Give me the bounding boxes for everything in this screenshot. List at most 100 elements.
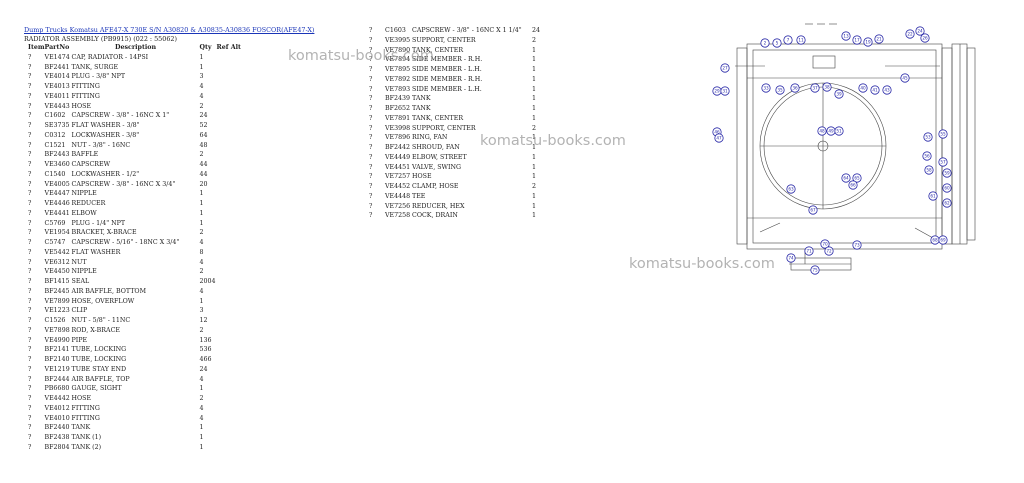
callout-number: 39 xyxy=(836,92,842,97)
callout-number: 22 xyxy=(907,32,913,37)
part-qty: 2 xyxy=(532,124,537,132)
part-ref-alt xyxy=(549,75,579,85)
callout-bubble: 43 xyxy=(882,85,892,95)
callout-number: 26 xyxy=(922,36,928,41)
part-item: ? xyxy=(28,200,32,207)
callout-number: 53 xyxy=(925,135,931,140)
part-number: BF1415 xyxy=(44,278,70,285)
part-description: LOCKWASHER - 1/2" xyxy=(71,170,140,178)
part-description: HOSE xyxy=(71,102,92,110)
part-ref-alt xyxy=(217,365,247,375)
callout-bubble: 73 xyxy=(852,240,862,250)
part-description: NIPPLE xyxy=(71,268,97,276)
callout-bubble: 60 xyxy=(942,183,952,193)
callout-bubble: 19 xyxy=(863,37,873,47)
callout-bubble: 13 xyxy=(841,31,851,41)
part-qty: 1 xyxy=(532,153,537,161)
part-ref-alt xyxy=(217,209,247,219)
part-number: VE4447 xyxy=(44,190,70,198)
part-description: NUT - 3/8" - 16NC xyxy=(71,141,131,149)
part-number: VE1474 xyxy=(44,53,70,61)
col-qty: Qty xyxy=(199,44,212,51)
part-item: ? xyxy=(369,36,373,44)
part-number: VE4443 xyxy=(44,102,70,110)
part-qty: 4 xyxy=(199,239,204,246)
part-qty: 2004 xyxy=(199,278,216,285)
part-number: BF2442 xyxy=(385,144,411,151)
part-description: SUPPORT, CENTER xyxy=(412,124,476,132)
callout-number: 5 xyxy=(776,41,779,46)
part-ref-alt xyxy=(217,277,247,287)
callout-number: 61 xyxy=(930,194,936,199)
part-ref-alt xyxy=(217,267,247,277)
callout-bubble: 69 xyxy=(938,235,948,245)
part-number: VE7895 xyxy=(385,66,411,73)
callout-number: 74 xyxy=(788,256,794,261)
part-ref-alt xyxy=(217,63,247,73)
callout-number: 19 xyxy=(865,40,871,45)
part-description: REDUCER xyxy=(71,200,106,207)
part-item: ? xyxy=(369,124,373,132)
part-qty: 1 xyxy=(532,85,537,93)
part-number: VE4014 xyxy=(44,73,70,81)
part-qty: 12 xyxy=(199,317,208,324)
part-description: NUT xyxy=(71,258,87,266)
part-item: ? xyxy=(28,141,32,149)
part-description: TANK, CENTER xyxy=(412,114,464,122)
part-number: VE3998 xyxy=(385,124,411,132)
part-item: ? xyxy=(28,92,32,100)
col-item: Item xyxy=(28,44,45,51)
callout-bubble: 66 xyxy=(848,180,858,190)
part-ref-alt xyxy=(549,65,579,75)
part-ref-alt xyxy=(217,384,247,394)
part-number: BF2443 xyxy=(44,151,70,159)
callout-bubble: 31 xyxy=(720,86,730,96)
part-item: ? xyxy=(369,212,373,220)
callout-bubble: 37 xyxy=(810,83,820,93)
part-item: ? xyxy=(28,161,32,168)
callout-bubble: 33 xyxy=(761,83,771,93)
part-number: VE7891 xyxy=(385,114,411,122)
part-number: VE4448 xyxy=(385,192,411,200)
callout-bubble: 51 xyxy=(834,126,844,136)
part-description: ELBOW xyxy=(71,209,97,217)
callout-bubble: 70 xyxy=(820,239,830,249)
callout-bubble: 55 xyxy=(938,129,948,139)
watermark-3: komatsu-books.com xyxy=(629,256,775,272)
part-ref-alt xyxy=(549,46,579,56)
part-ref-alt xyxy=(217,306,247,316)
part-qty: 24 xyxy=(199,365,208,373)
part-item: ? xyxy=(28,356,32,363)
part-qty: 1 xyxy=(532,173,537,181)
part-description: CAPSCREW - 3/8" - 16NC X 3/4" xyxy=(71,180,176,188)
part-description: NUT - 5/8" - 11NC xyxy=(71,317,131,324)
part-number: BF2439 xyxy=(385,95,411,103)
part-ref-alt xyxy=(217,199,247,209)
part-item: ? xyxy=(28,83,32,90)
callout-bubble: 61 xyxy=(928,191,938,201)
callout-bubble: 27 xyxy=(720,63,730,73)
part-item: ? xyxy=(369,163,373,171)
part-number: SE3735 xyxy=(44,122,70,129)
part-qty: 4 xyxy=(199,287,204,295)
part-qty: 1 xyxy=(199,434,204,441)
part-number: VE4013 xyxy=(44,83,70,90)
callout-number: 57 xyxy=(940,160,946,165)
part-description: TUBE, LOCKING xyxy=(71,356,127,363)
callout-bubble: 11 xyxy=(796,35,806,45)
part-ref-alt xyxy=(549,36,579,46)
part-description: CAP, RADIATOR - 14PSI xyxy=(71,53,149,61)
machine-link[interactable]: Dump Trucks Komatsu AFE47-X 730E S/N A30… xyxy=(24,26,315,34)
